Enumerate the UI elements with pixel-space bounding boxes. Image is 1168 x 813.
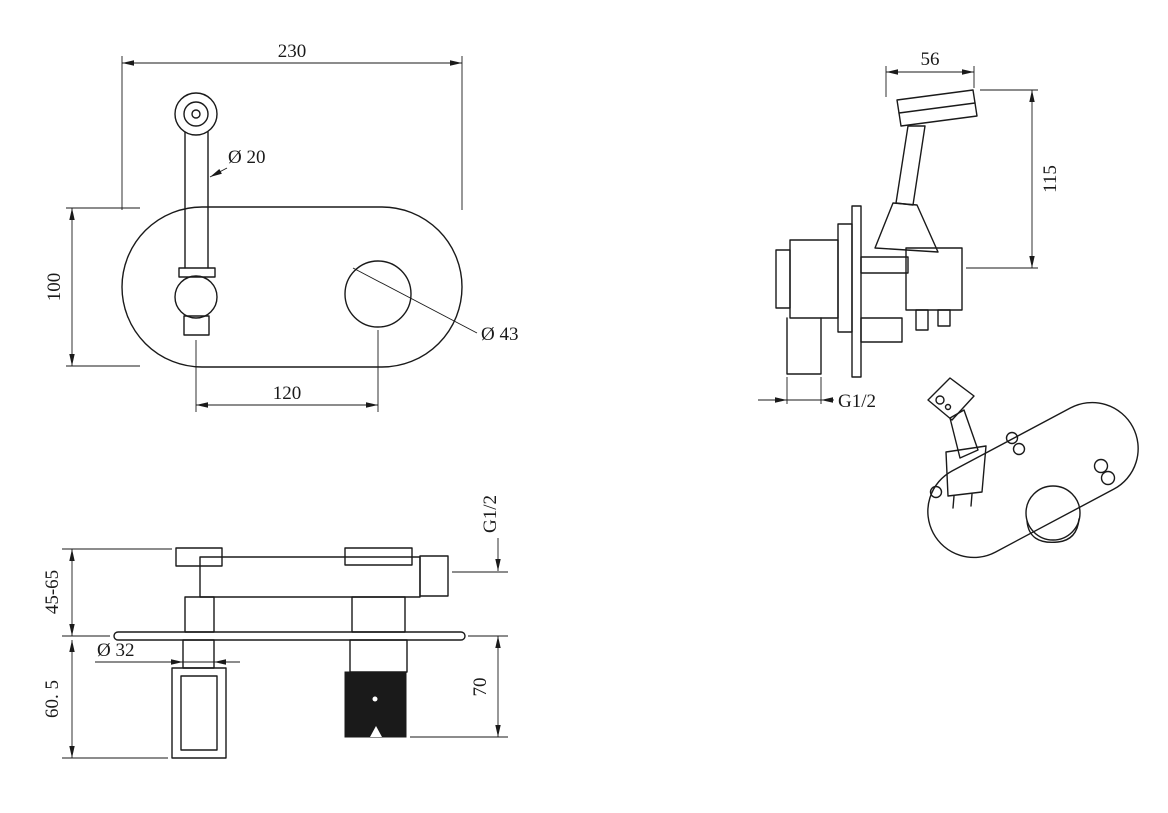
perspective-view [927, 377, 1139, 559]
leader-sprayer-diameter [209, 167, 228, 178]
holder-base [183, 315, 210, 336]
sprayer-head-nozzle [191, 109, 201, 119]
left-socket-inner [180, 675, 218, 751]
valve-body-section [344, 671, 407, 738]
dim-hole-diameter: Ø 43 [481, 324, 518, 345]
dim-plate-width: 230 [278, 41, 307, 62]
inlet-fitting-3d [1093, 458, 1109, 474]
handle-knob-side [1026, 518, 1080, 544]
holder-ring [174, 275, 218, 319]
dim-outlet-thread: G1/2 [480, 495, 501, 533]
inlet-tube [786, 317, 822, 375]
right-cap [344, 547, 413, 566]
dim-plate-height: 100 [44, 273, 65, 302]
holder-flange [178, 267, 216, 278]
sprayer-head-outer [174, 92, 218, 136]
sprayer-handle-3d [949, 409, 979, 459]
dim-inlet-thread: G1/2 [838, 391, 876, 412]
dim-mount-depth-range: 45-65 [42, 570, 63, 614]
handle-knob-top [1025, 485, 1081, 541]
holder-bracket-arm [860, 256, 909, 274]
side-outlet-fitting [419, 555, 449, 597]
plate-perspective [927, 401, 1139, 559]
dim-hole-diameter-32: Ø 32 [97, 640, 134, 661]
sprayer-bell [874, 202, 939, 253]
dim-overall-height: 115 [1040, 165, 1061, 193]
dim-sprayer-diameter: Ø 20 [228, 147, 265, 168]
wall-plate-outline [121, 206, 463, 368]
right-shank [349, 639, 408, 673]
front-view: 230 Ø 20 100 120 Ø 43 [44, 41, 518, 412]
holder-cup-3d [945, 445, 987, 497]
plate-edge-on [113, 631, 466, 641]
mixer-body [789, 239, 839, 319]
handle-hole [344, 260, 412, 328]
section-view: 45-65 60. 5 Ø 32 70 G1/2 [42, 495, 508, 759]
sprayer-handle [895, 125, 926, 206]
lower-bracket [860, 317, 903, 343]
sprayer-head-3d [927, 377, 975, 421]
side-view: 56 115 G1/2 [758, 49, 1061, 412]
left-cap [175, 547, 223, 567]
crossbar-body [199, 556, 421, 598]
sprayer-head-inner [183, 101, 209, 127]
left-socket-outer [171, 667, 227, 759]
sprayer-head-side [896, 89, 978, 127]
dim-rough-in-depth: 60. 5 [42, 680, 63, 718]
wall-plate-edge [851, 205, 862, 378]
mixer-flange [837, 223, 853, 333]
dim-head-width: 56 [921, 49, 940, 70]
holder-cup [905, 247, 963, 311]
leader-hole-diameter [352, 267, 478, 334]
dim-valve-height: 70 [470, 678, 491, 697]
left-shank [182, 639, 215, 669]
dim-hole-spacing: 120 [273, 383, 302, 404]
mixer-cartridge [775, 249, 791, 309]
